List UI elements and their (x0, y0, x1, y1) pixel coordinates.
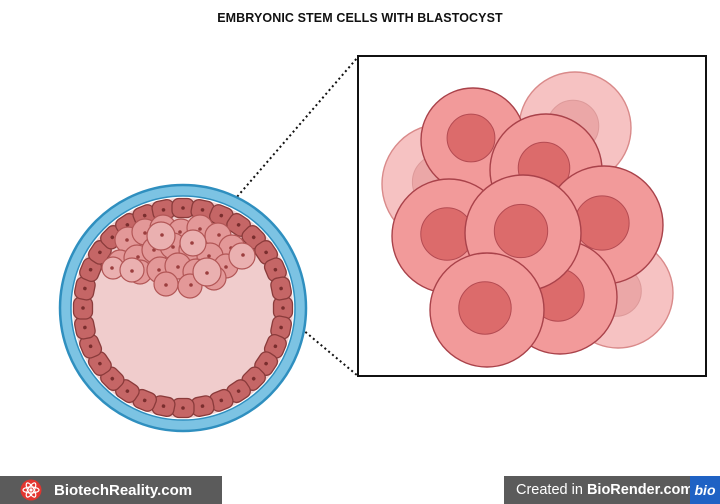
trophoblast-nucleus (161, 208, 166, 212)
biorender-banner[interactable]: Created in BioRender.com bio (504, 476, 720, 504)
biorender-badge-icon: bio (690, 476, 720, 504)
trophoblast-nucleus (83, 325, 87, 330)
trophoblast-nucleus (219, 398, 224, 403)
inner-cell-mass (101, 214, 256, 299)
icm-nucleus (207, 254, 211, 258)
trophoblast-nucleus (236, 389, 241, 393)
trophoblast-nucleus (251, 376, 256, 381)
stem-cell-nucleus (493, 203, 549, 259)
trophoblast-nucleus (236, 223, 241, 227)
trophoblast-nucleus (98, 250, 102, 255)
zoom-panel (357, 55, 707, 377)
icm-nucleus (125, 238, 129, 242)
trophoblast-nucleus (181, 406, 185, 410)
icm-nucleus (164, 283, 168, 287)
trophoblast-nucleus (200, 208, 205, 212)
trophoblast-nucleus (98, 361, 102, 366)
blastocyst (58, 183, 308, 433)
trophoblast-nucleus (264, 361, 268, 366)
icm-nucleus (189, 283, 193, 287)
icm-nucleus (160, 233, 164, 237)
icm-nucleus (224, 265, 228, 269)
trophoblast-nucleus (142, 398, 147, 403)
icm-nucleus (143, 231, 147, 235)
trophoblast-nucleus (279, 325, 283, 330)
trophoblast-nucleus (110, 235, 115, 240)
icm-nucleus (217, 233, 221, 237)
trophoblast-nucleus (273, 267, 278, 272)
trophoblast-cell (74, 315, 96, 340)
trophoblast-nucleus (125, 223, 130, 227)
trophoblast-nucleus (273, 344, 278, 349)
trophoblast-cell (190, 395, 215, 417)
trophoblast-cell (72, 296, 94, 320)
diagram-title: EMBRYONIC STEM CELLS WITH BLASTOCYST (217, 11, 503, 25)
trophoblast-nucleus (81, 306, 85, 310)
icm-nucleus (130, 269, 134, 273)
trophoblast-cell (171, 397, 195, 419)
icm-nucleus (178, 230, 182, 234)
icm-nucleus (110, 266, 114, 270)
stem-cell-nucleus (458, 281, 512, 335)
trophoblast-cell (270, 276, 292, 301)
icm-nucleus (205, 271, 209, 275)
biotech-reality-banner[interactable]: BiotechReality.com (0, 476, 222, 504)
trophoblast-nucleus (161, 404, 166, 408)
icm-nucleus (241, 253, 245, 257)
icm-nucleus (190, 241, 194, 245)
trophoblast-nucleus (200, 404, 205, 408)
trophoblast-nucleus (83, 286, 87, 291)
atom-logo-icon (20, 479, 42, 501)
icm-nucleus (157, 268, 161, 272)
icm-nucleus (136, 255, 140, 259)
trophoblast-nucleus (251, 235, 256, 240)
created-in-label: Created in BioRender.com (516, 482, 694, 498)
brand-name: BiotechReality.com (54, 481, 193, 499)
stem-cell-nucleus (574, 195, 630, 251)
trophoblast-layer (72, 197, 294, 419)
trophoblast-nucleus (219, 213, 224, 218)
trophoblast-nucleus (264, 250, 268, 255)
stem-cell-cluster (381, 71, 674, 368)
trophoblast-nucleus (142, 213, 147, 218)
trophoblast-cell (272, 296, 294, 320)
icm-nucleus (171, 245, 175, 249)
trophoblast-nucleus (88, 344, 93, 349)
trophoblast-nucleus (110, 376, 115, 381)
stem-cell-nucleus (446, 113, 496, 163)
trophoblast-nucleus (125, 389, 130, 393)
trophoblast-nucleus (88, 267, 93, 272)
icm-nucleus (198, 227, 202, 231)
trophoblast-cell (171, 197, 195, 219)
trophoblast-nucleus (281, 306, 285, 310)
icm-nucleus (176, 265, 180, 269)
trophoblast-nucleus (279, 286, 283, 291)
trophoblast-nucleus (181, 206, 185, 210)
